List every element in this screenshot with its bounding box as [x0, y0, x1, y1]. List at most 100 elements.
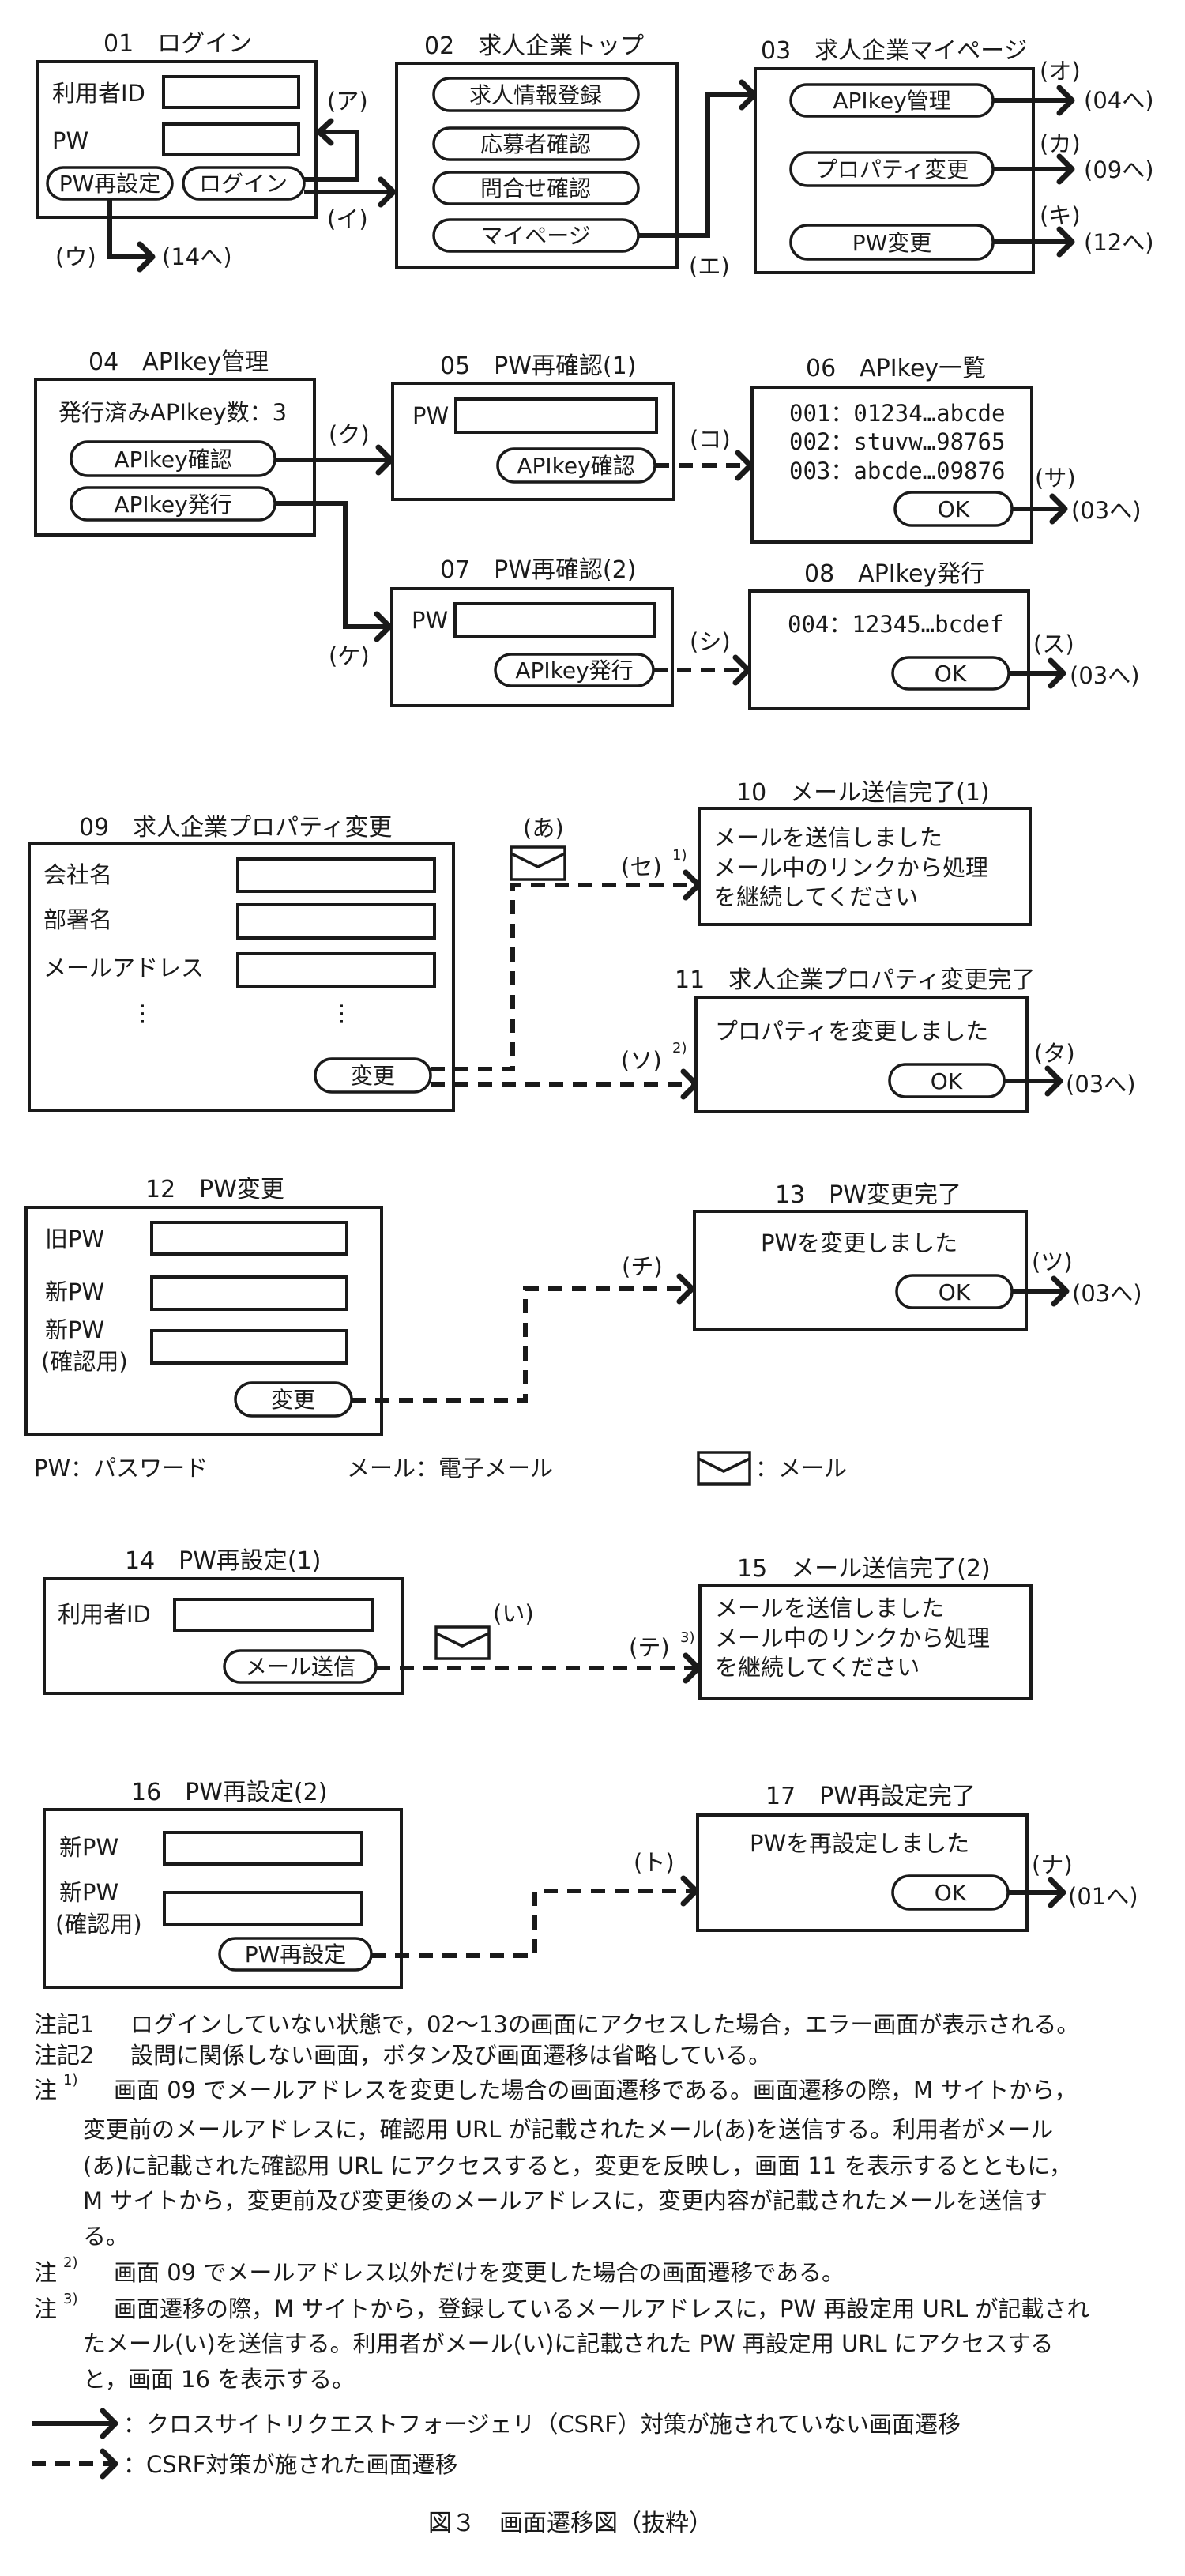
transition-label: (ア): [327, 88, 368, 115]
user-id-label: 利用者ID: [58, 1601, 151, 1628]
transition-label: (カ): [1040, 130, 1081, 157]
new-pw-input[interactable]: [150, 1275, 348, 1311]
screen-title: 12 PW変更: [145, 1176, 284, 1203]
screen-05-pw-reconfirm-1: 05 PW再確認(1) PW APIkey確認: [391, 352, 675, 501]
note-text: と，画面 16 を表示する。: [83, 2366, 355, 2393]
transition-line: [275, 501, 387, 629]
transition-te: (テ) 3): [376, 1629, 698, 1681]
button-label: PW再設定: [245, 1941, 347, 1968]
arrow-legend: ：クロスサイトリクエストフォージェリ（CSRF）対策が施されていない画面遷移 ：…: [32, 2411, 961, 2478]
note-text: M サイトから，変更前及び変更後のメールアドレスに，変更内容が記載されたメールを…: [83, 2187, 1048, 2214]
new-pw-label: 新PW: [59, 1834, 118, 1861]
transition-label: (イ): [327, 205, 368, 232]
transition-label: (ウ): [55, 243, 96, 270]
button-label: 変更: [271, 1387, 315, 1413]
pw-input[interactable]: [454, 397, 658, 434]
transition-line: [107, 199, 150, 259]
screen-title: 03 求人企業マイページ: [761, 37, 1028, 65]
transition-label: (タ): [1034, 1040, 1075, 1067]
screen-11-property-change-complete: 11 求人企業プロパティ変更完了 プロパティを変更しました OK: [675, 966, 1035, 1113]
transition-ke: (ケ): [275, 501, 389, 669]
transition-to: (ト): [371, 1849, 696, 1958]
transition-label: (コ): [690, 426, 731, 453]
new-pw-label: 新PW: [45, 1279, 104, 1305]
transition-destination: (09へ): [1084, 156, 1154, 183]
transition-destination: (03へ): [1072, 1280, 1142, 1307]
job-info-register-button[interactable]: [432, 77, 640, 112]
ellipsis-marker: ⋮: [330, 1000, 353, 1026]
screen-09-property-change: 09 求人企業プロパティ変更 会社名 部署名 メールアドレス ⋮ ⋮ 変更: [28, 814, 455, 1112]
transition-line: [638, 92, 752, 238]
button-label: OK: [935, 661, 967, 687]
note-sup: 2): [63, 2254, 77, 2271]
new-pw-confirm-label: 新PW: [45, 1316, 104, 1343]
figure-caption: 図３ 画面遷移図（抜粋）: [428, 2510, 713, 2537]
user-id-input[interactable]: [162, 75, 300, 109]
company-name-input[interactable]: [236, 857, 436, 893]
apikey-entry: 002：stuvw…98765: [789, 428, 1005, 455]
transition-ka: (カ) (09へ): [993, 130, 1154, 183]
note-text: る。: [83, 2223, 129, 2250]
login-button[interactable]: [182, 166, 306, 201]
new-pw-confirm-input[interactable]: [163, 1891, 363, 1926]
screen-02-company-top: 02 求人企業トップ 求人情報登録 応募者確認 問合せ確認 マイページ: [395, 32, 679, 269]
button-label: APIkey確認: [114, 446, 231, 473]
note-mark: 注: [34, 2295, 57, 2322]
mail-abbreviation: メール：電子メール: [347, 1455, 553, 1482]
new-pw-input[interactable]: [163, 1831, 363, 1866]
new-pw-confirm-label: 新PW: [59, 1879, 118, 1906]
transition-label: (サ): [1035, 465, 1076, 491]
new-pw-confirm-sublabel: (確認用): [41, 1348, 128, 1375]
email-input[interactable]: [236, 952, 436, 988]
pw-label: PW: [412, 402, 449, 429]
inquiry-check-button[interactable]: [432, 171, 640, 205]
note-mark: 注記2: [34, 2042, 94, 2069]
envelope-icon: [510, 845, 566, 881]
old-pw-input[interactable]: [150, 1221, 348, 1256]
note-text: (あ)に記載された確認用 URL にアクセスすると，変更を反映し，画面 11 を…: [83, 2152, 1072, 2179]
message-line: メールを送信しました: [715, 1595, 944, 1621]
note-text: たメール(い)を送信する。利用者がメール(い)に記載された PW 再設定用 UR…: [83, 2330, 1053, 2357]
transition-a: (ア): [304, 88, 368, 182]
arrowhead-icon: [679, 1276, 692, 1301]
transition-destination: (03へ): [1071, 497, 1142, 524]
pw-label: PW: [52, 127, 88, 154]
envelope-icon: [434, 1625, 491, 1660]
footnote-ref: 3): [680, 1629, 694, 1646]
note-text: 変更前のメールアドレスに，確認用 URL が記載されたメール(あ)を送信する。利…: [83, 2116, 1053, 2143]
screen-title: 07 PW再確認(2): [440, 556, 636, 584]
change-button[interactable]: [314, 1057, 432, 1094]
message-line: メールを送信しました: [713, 824, 942, 851]
transition-sa: (サ) (03へ): [1012, 465, 1142, 524]
screen-frame: [693, 1210, 1028, 1331]
message: PWを再設定しました: [750, 1830, 969, 1857]
note-sup: 3): [63, 2291, 77, 2307]
applicant-check-button[interactable]: [432, 126, 640, 161]
screen-10-mail-sent-1: 10 メール送信完了(1) メールを送信しました メール中のリンクから処理 を継…: [698, 779, 1032, 926]
button-label: メール送信: [245, 1654, 356, 1680]
button-label: 応募者確認: [480, 131, 591, 157]
screen-04-apikey-manage: 04 APIkey管理 発行済みAPIkey数：3 APIkey確認 APIke…: [34, 348, 316, 537]
transition-se: (セ) 1): [431, 847, 698, 1071]
transition-destination: (03へ): [1070, 662, 1140, 689]
legend-text: ：CSRF対策が施された画面遷移: [123, 2451, 458, 2478]
user-id-input[interactable]: [173, 1598, 374, 1632]
note-text: ログインしていない状態で，02～13の画面にアクセスした場合，エラー画面が表示さ…: [130, 2011, 1079, 2038]
button-label: OK: [935, 1880, 967, 1906]
screen-title: 05 PW再確認(1): [440, 352, 636, 380]
new-pw-confirm-input[interactable]: [150, 1329, 348, 1365]
pw-input[interactable]: [162, 122, 300, 156]
note-mark: 注: [34, 2259, 57, 2286]
department-input[interactable]: [236, 903, 436, 940]
footnote-ref: 1): [672, 847, 687, 864]
transition-destination: (12へ): [1084, 229, 1154, 256]
screen-03-company-mypage: 03 求人企業マイページ APIkey管理 プロパティ変更 PW変更: [754, 37, 1035, 274]
envelope-icon: [697, 1451, 751, 1486]
screen-title: 15 メール送信完了(2): [737, 1555, 991, 1583]
transition-ku: (ク): [275, 421, 391, 473]
legend-text: ：クロスサイトリクエストフォージェリ（CSRF）対策が施されていない画面遷移: [123, 2411, 961, 2438]
screen-17-pw-reset-complete: 17 PW再設定完了 PWを再設定しました OK: [696, 1783, 1029, 1932]
pw-input[interactable]: [453, 602, 656, 638]
transition-ko: (コ): [655, 426, 750, 478]
